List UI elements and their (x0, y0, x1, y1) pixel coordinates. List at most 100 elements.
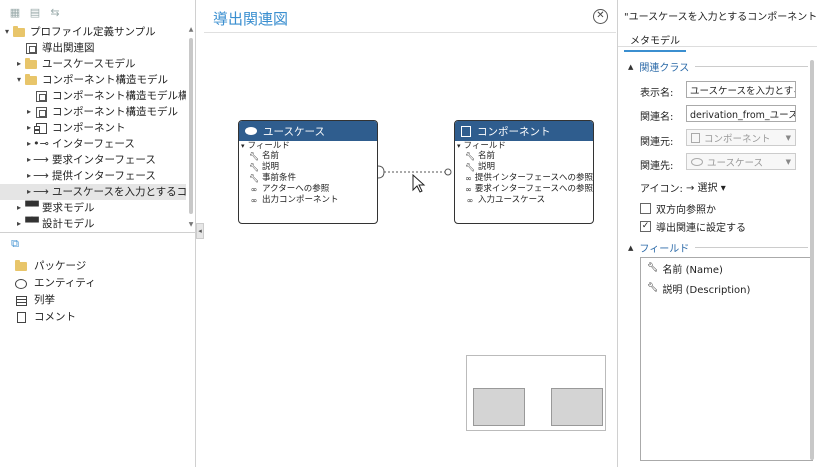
diagram-editor[interactable]: 導出関連図 ✕ ユースケース ▾ フィールド 🔧︎名前 🔧︎説明 🔧︎事前条件 … (204, 0, 616, 467)
expand-caret-icon[interactable]: ▸ (16, 219, 21, 228)
chain-link-icon: ∞ (465, 185, 472, 194)
tree-scrollbar[interactable]: ▲ ▼ (187, 24, 195, 230)
palette-item-package[interactable]: パッケージ (0, 258, 196, 275)
scroll-thumb[interactable] (810, 60, 814, 460)
tree-item-derivation-diagram[interactable]: 導出関連図 (0, 40, 186, 56)
properties-scrollbar[interactable] (810, 60, 815, 460)
tree-item-component[interactable]: ▸ コンポーネント (0, 120, 186, 136)
derived-checkbox-row[interactable]: ✓ 導出関連に設定する (640, 219, 746, 234)
chain-link-icon: ∞ (465, 174, 472, 183)
relation-name-label: 関連名: (640, 112, 674, 123)
field-section-header[interactable]: ▾ フィールド (239, 141, 377, 151)
collapse-triangle-icon[interactable]: ▲ (628, 243, 634, 252)
palette-icon[interactable]: ⧉ (11, 236, 19, 250)
collapse-triangle-icon[interactable]: ▾ (241, 142, 245, 150)
target-select[interactable]: ユースケース ▼ (686, 153, 796, 170)
icon-label: アイコン: (640, 184, 683, 195)
tree-item-usecase-model[interactable]: ▸ ユースケースモデル (0, 56, 186, 72)
entity-field[interactable]: ∞提供インターフェースへの参照 (455, 173, 593, 184)
expand-caret-icon[interactable]: ▸ (26, 171, 31, 180)
model-icon: ▀▀ (25, 202, 38, 213)
connector-end-circle (444, 168, 452, 176)
expand-caret-icon[interactable]: ▸ (16, 203, 21, 212)
collapse-triangle-icon[interactable]: ▾ (457, 142, 461, 150)
field-list[interactable]: 🔧︎ 名前 (Name) 🔧︎ 説明 (Description) (640, 257, 813, 461)
tree-item-component-structure-diagram[interactable]: コンポーネント構造モデル構造図 (0, 88, 186, 104)
tab-metamodel[interactable]: メタモデル (624, 28, 686, 52)
section-header-association-class[interactable]: ▲ 関連クラス (628, 59, 808, 74)
entity-header[interactable]: コンポーネント (455, 121, 593, 141)
expand-caret-icon[interactable]: ▾ (4, 27, 9, 36)
copy-icon[interactable]: ▤ (29, 5, 41, 19)
tree-item-design-model[interactable]: ▸ ▀▀ 設計モデル (0, 216, 186, 230)
chevron-down-icon: ▼ (785, 157, 791, 166)
tree-item-requirement-model[interactable]: ▸ ▀▀ 要求モデル (0, 200, 186, 216)
close-diagram-button[interactable]: ✕ (593, 9, 608, 24)
entity-field[interactable]: 🔧︎説明 (239, 162, 377, 173)
palette-item-enum[interactable]: 列挙 (0, 292, 196, 309)
expand-caret-icon[interactable]: ▸ (26, 155, 31, 164)
list-item[interactable]: 🔧︎ 説明 (Description) (641, 278, 812, 298)
comment-icon (14, 312, 28, 324)
link-icon[interactable]: ⇆ (50, 5, 60, 19)
scroll-down-icon[interactable]: ▼ (188, 221, 194, 228)
entity-field[interactable]: ∞出力コンポーネント (239, 195, 377, 206)
component-icon (461, 125, 471, 137)
relation-name-input[interactable]: derivation_from_ユース (686, 105, 796, 122)
icon-select-button[interactable]: → 選択 ▾ (686, 183, 726, 194)
tree-item-component-structure-model[interactable]: ▾ コンポーネント構造モデル (0, 72, 186, 88)
entity-usecase[interactable]: ユースケース ▾ フィールド 🔧︎名前 🔧︎説明 🔧︎事前条件 ∞アクターへの参… (238, 120, 378, 224)
entity-component[interactable]: コンポーネント ▾ フィールド 🔧︎名前 🔧︎説明 ∞提供インターフェースへの参… (454, 120, 594, 224)
tree-item-provided-interface[interactable]: ▸ ⟶ 提供インターフェース (0, 168, 186, 184)
target-select-value: ユースケース (707, 157, 764, 169)
derived-checkbox[interactable]: ✓ (640, 221, 651, 232)
expand-caret-icon[interactable]: ▸ (26, 123, 31, 132)
palette-item-entity[interactable]: エンティティ (0, 275, 196, 292)
tree-item-component-structure-model-node[interactable]: ▸ コンポーネント構造モデル (0, 104, 186, 120)
section-header-fields[interactable]: ▲ フィールド (628, 240, 808, 255)
wrench-icon: 🔧︎ (647, 283, 659, 293)
field-label: 名前 (478, 151, 496, 161)
bidirectional-label: 双方向参照か (656, 205, 716, 216)
tree-item-required-interface[interactable]: ▸ ⟶ 要求インターフェース (0, 152, 186, 168)
display-name-input[interactable]: ユースケースを入力とするコ (686, 81, 796, 98)
connector-end-cap (378, 165, 385, 179)
scroll-up-icon[interactable]: ▲ (188, 26, 194, 33)
list-item[interactable]: 🔧︎ 名前 (Name) (641, 258, 812, 278)
tree-item-profile[interactable]: ▾ プロファイル定義サンプル (0, 24, 186, 40)
wrench-icon: 🔧︎ (465, 163, 476, 172)
palette-item-comment[interactable]: コメント (0, 309, 196, 326)
bidirectional-checkbox[interactable] (640, 203, 651, 214)
entity-field[interactable]: ∞要求インターフェースへの参照 (455, 184, 593, 195)
expand-caret-icon[interactable]: ▸ (26, 107, 31, 116)
expand-caret-icon[interactable]: ▸ (26, 187, 31, 196)
entity-field[interactable]: ∞アクターへの参照 (239, 184, 377, 195)
entity-field[interactable]: 🔧︎名前 (455, 151, 593, 162)
field-section-header[interactable]: ▾ フィールド (455, 141, 593, 151)
entity-header[interactable]: ユースケース (239, 121, 377, 141)
expand-caret-icon[interactable]: ▸ (26, 139, 31, 148)
tree-item-label: コンポーネント (52, 122, 126, 134)
diagram-minimap[interactable] (466, 355, 606, 431)
tree-item-usecase-input-component[interactable]: ▸ ⟶ ユースケースを入力とするコンポーネント (0, 184, 186, 200)
bidirectional-checkbox-row[interactable]: 双方向参照か (640, 201, 716, 216)
scroll-thumb[interactable] (189, 38, 193, 214)
entity-field[interactable]: 🔧︎名前 (239, 151, 377, 162)
entity-field[interactable]: 🔧︎事前条件 (239, 173, 377, 184)
entity-field[interactable]: ∞入力ユースケース (455, 195, 593, 206)
tree-item-interface[interactable]: ▸ •⊸ インターフェース (0, 136, 186, 152)
divider (695, 247, 808, 248)
source-select[interactable]: コンポーネント ▼ (686, 129, 796, 146)
collapse-triangle-icon[interactable]: ▲ (628, 62, 634, 71)
palette-item-label: 列挙 (34, 294, 55, 306)
collapse-panel-button[interactable]: ◂ (196, 223, 204, 239)
entity-field[interactable]: 🔧︎説明 (455, 162, 593, 173)
expand-caret-icon[interactable]: ▾ (16, 75, 21, 84)
usecase-icon (691, 157, 703, 166)
new-diagram-icon[interactable]: ▦ (9, 5, 21, 19)
expand-caret-icon[interactable]: ▸ (16, 59, 21, 68)
properties-title: "ユースケースを入力とするコンポーネントの導出"のプロパティ (624, 12, 816, 23)
section-label: フィールド (463, 141, 506, 151)
derivation-connector[interactable] (378, 164, 452, 180)
tree-item-label: コンポーネント構造モデル (42, 74, 168, 86)
